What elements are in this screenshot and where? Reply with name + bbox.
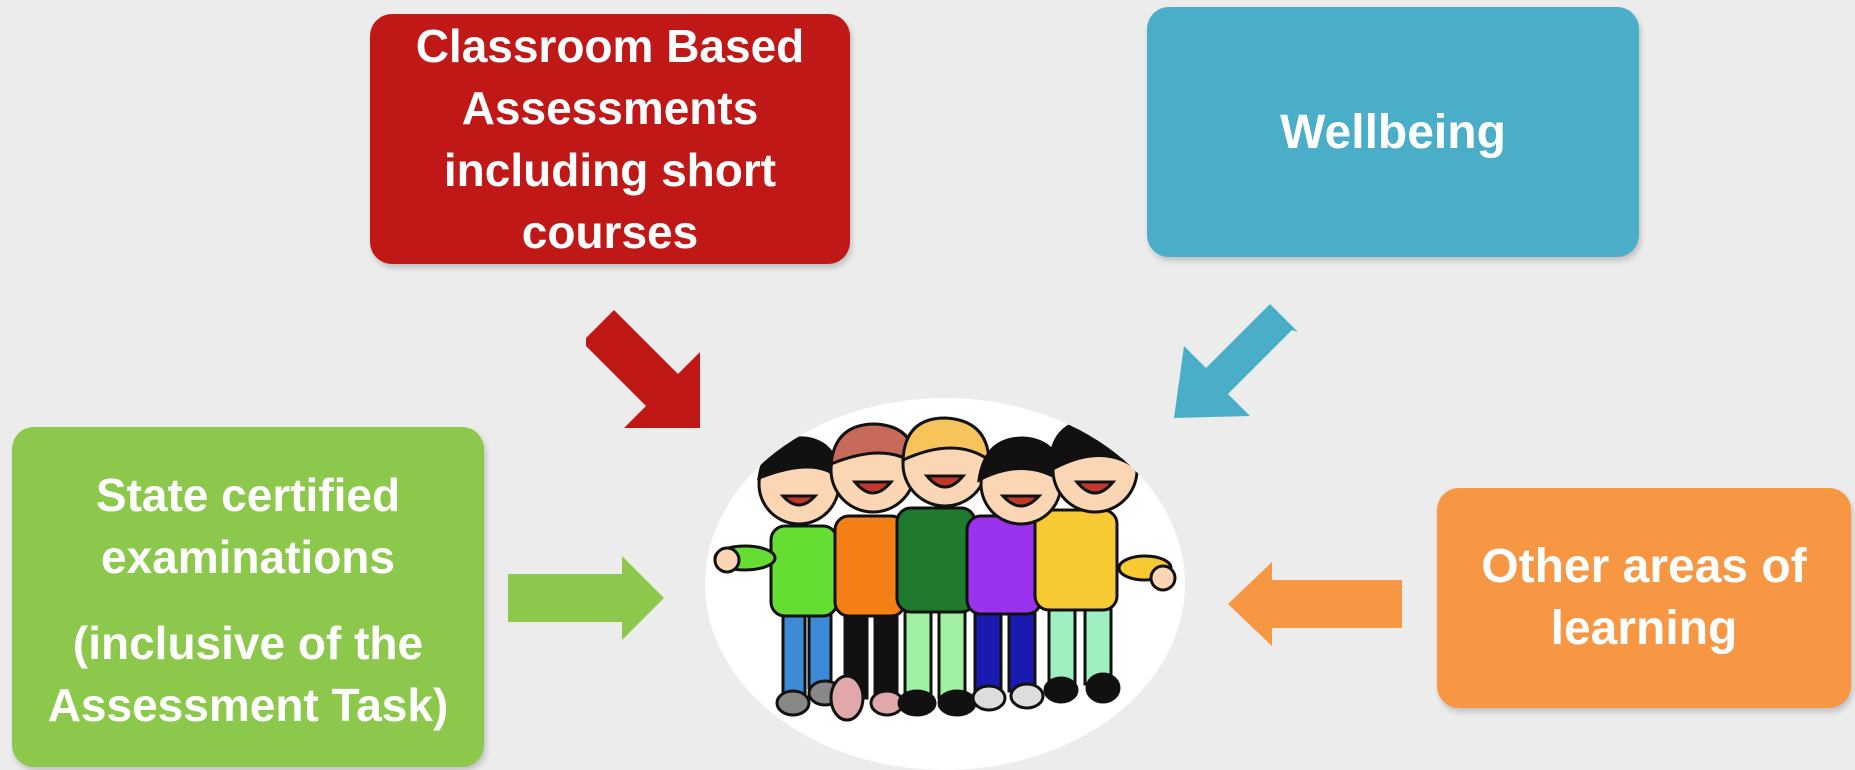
- arrow-down-left-icon: [1174, 304, 1298, 418]
- other-line-2: learning: [1550, 602, 1738, 655]
- arrow-left-icon: [1228, 562, 1402, 646]
- arrow-down-right-icon: [586, 310, 700, 428]
- classroom-line-4: courses: [521, 206, 699, 258]
- state-examinations-box: State certified examinations (inclusive …: [12, 427, 484, 767]
- wellbeing-box: Wellbeing: [1147, 7, 1639, 257]
- other-areas-box: Other areas of learning: [1437, 488, 1851, 708]
- state-line-4: Assessment Task): [47, 679, 449, 731]
- classroom-line-1: Classroom Based: [415, 20, 805, 72]
- state-line-3: (inclusive of the: [72, 617, 424, 669]
- wellbeing-label: Wellbeing: [1280, 105, 1506, 159]
- classroom-line-3: including short: [443, 144, 777, 196]
- other-line-1: Other areas of: [1481, 540, 1807, 593]
- classroom-assessments-box: Classroom Based Assessments including sh…: [370, 14, 850, 264]
- state-line-1: State certified: [95, 469, 401, 521]
- classroom-line-2: Assessments: [461, 82, 759, 134]
- group-of-children-icon: [705, 398, 1185, 770]
- arrow-right-icon: [508, 556, 664, 640]
- state-line-2: examinations: [101, 531, 395, 583]
